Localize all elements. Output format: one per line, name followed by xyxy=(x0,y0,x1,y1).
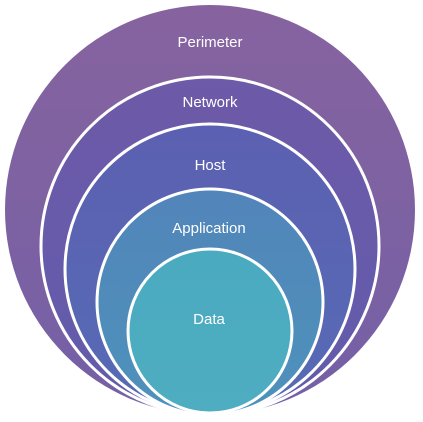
ring-data xyxy=(126,247,294,415)
ring-label-host: Host xyxy=(195,157,227,174)
layer-data: Data xyxy=(126,247,294,415)
ring-label-data: Data xyxy=(193,311,225,328)
ring-label-perimeter: Perimeter xyxy=(177,34,242,51)
ring-label-application: Application xyxy=(172,220,245,237)
ring-label-network: Network xyxy=(182,94,238,111)
